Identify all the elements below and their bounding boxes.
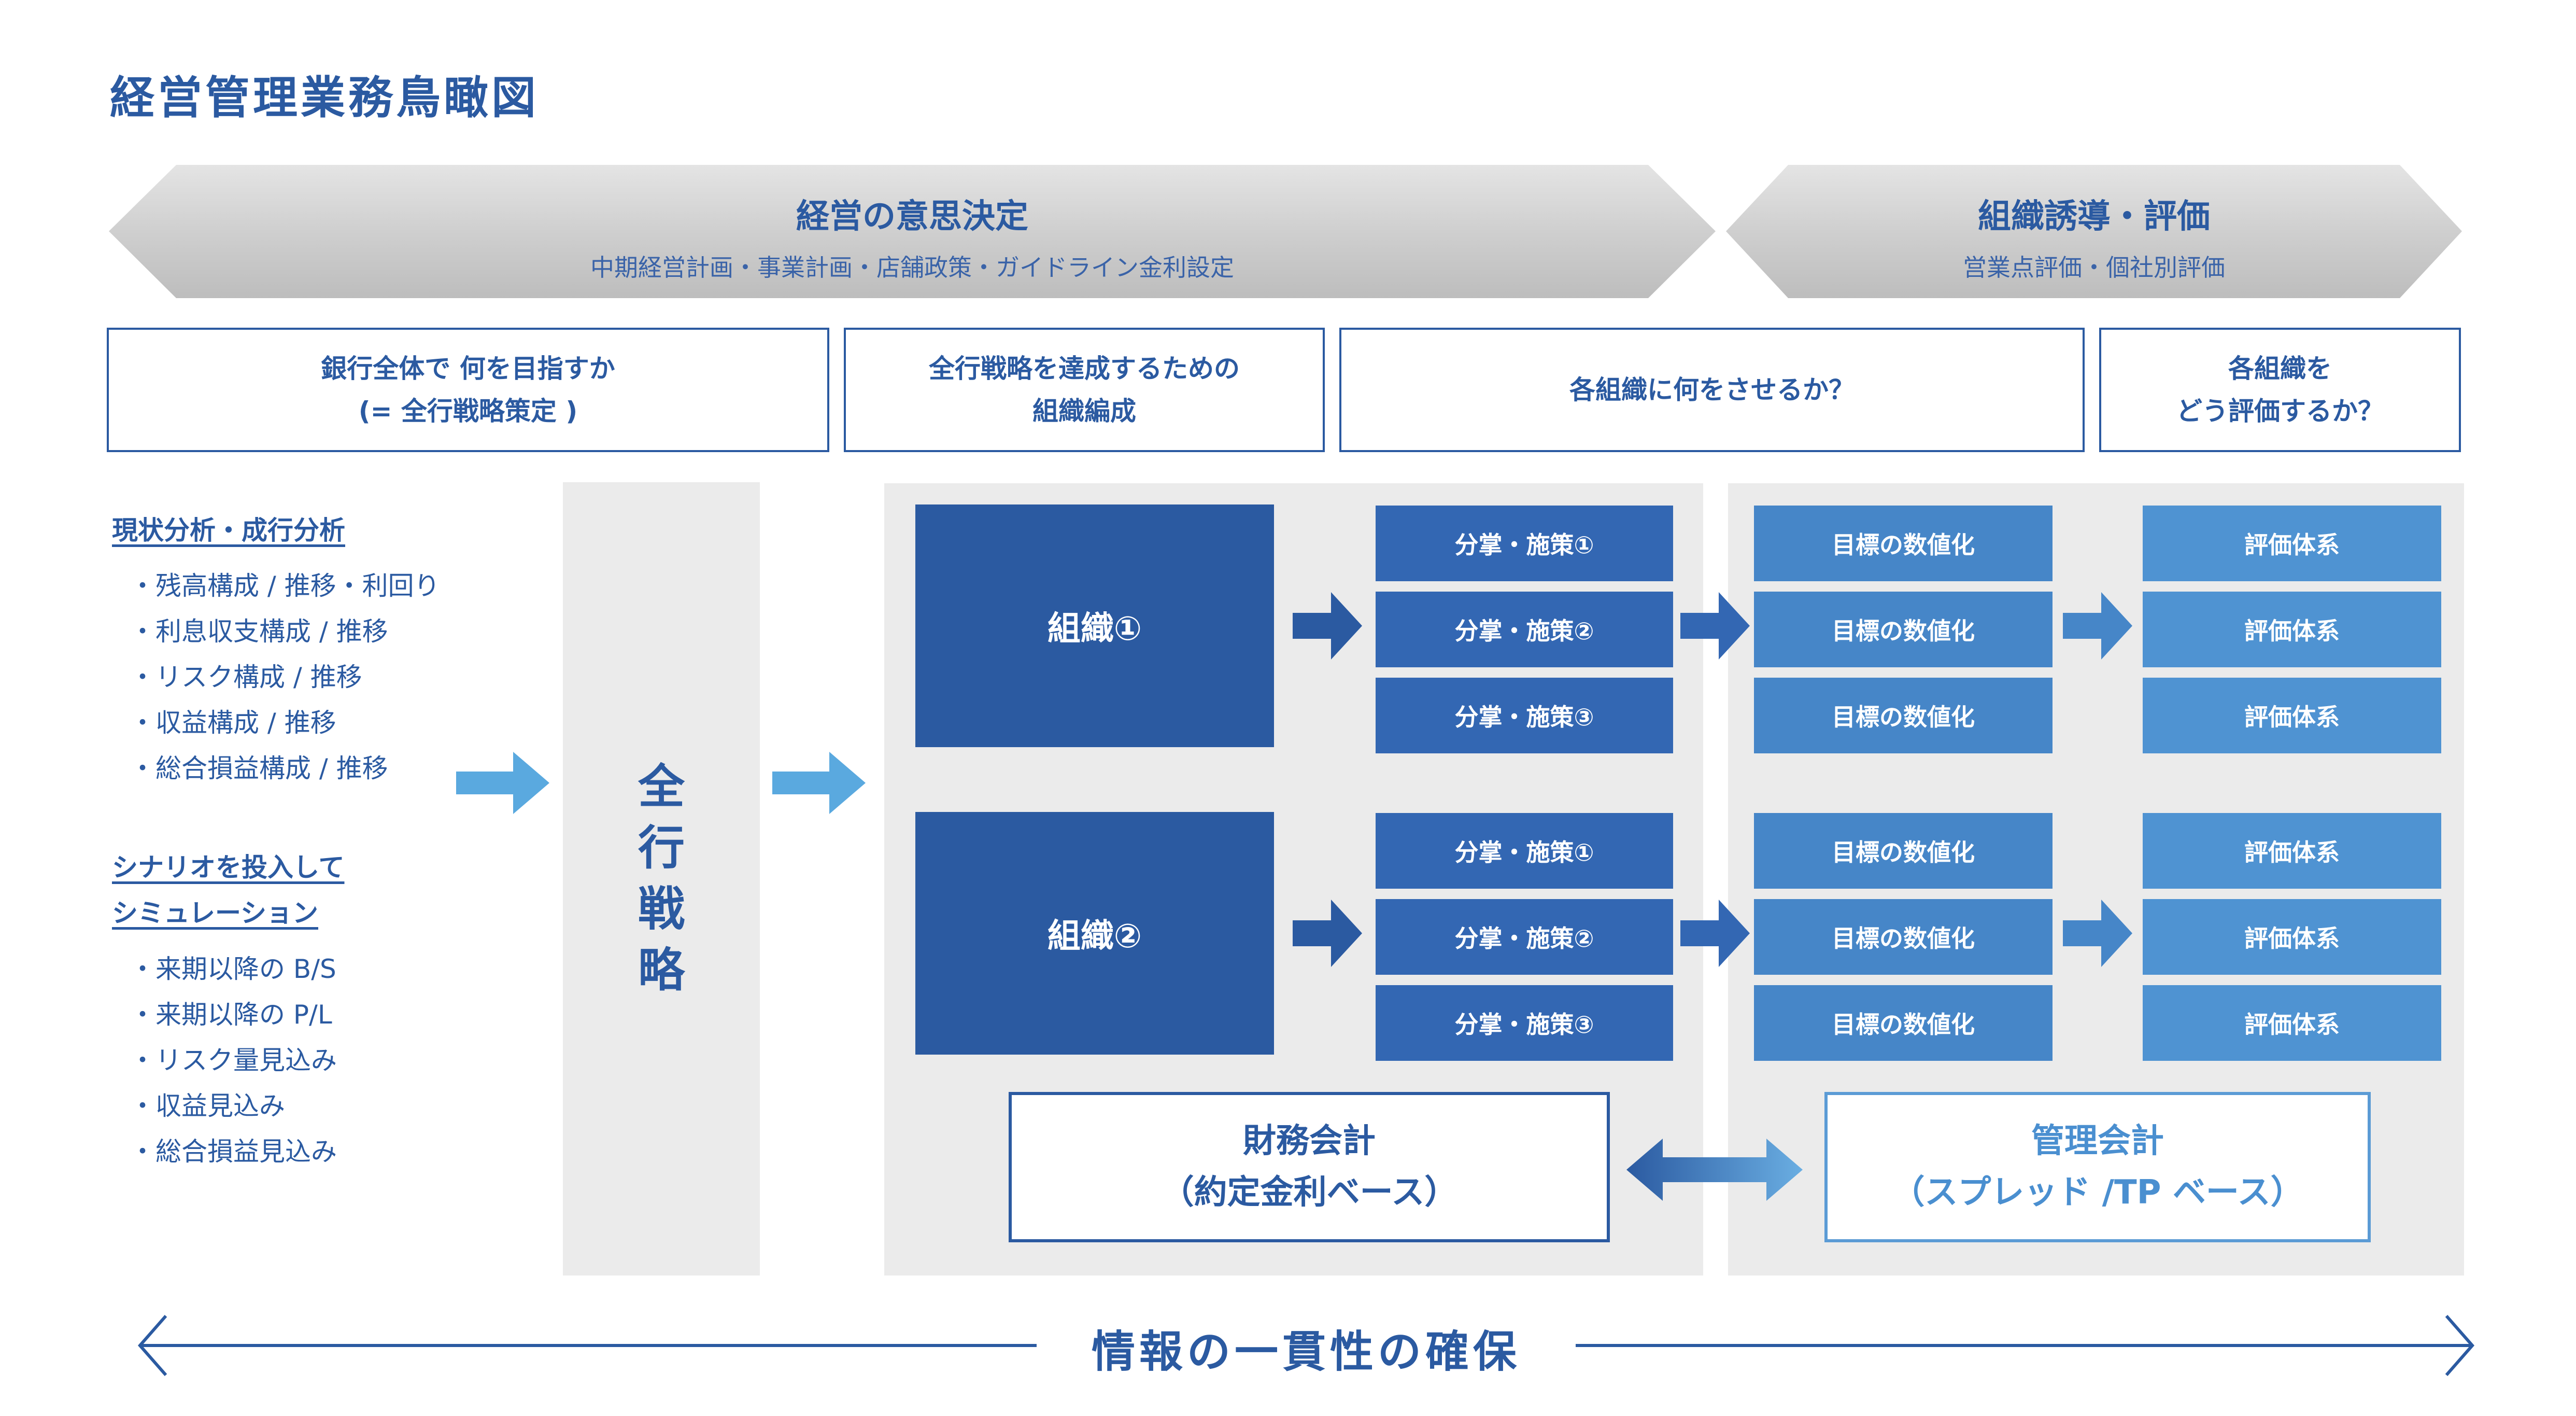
consistency-label: 情報の一貫性の確保 xyxy=(1091,1326,1521,1377)
arrow-right-icon xyxy=(1293,592,1362,660)
management-accounting-basis: （スプレッド /TP ベース） xyxy=(1891,1173,2304,1212)
arrow-right-icon xyxy=(772,752,866,814)
simulation-heading-line1: シナリオを投入して xyxy=(112,852,345,882)
arrow-right-icon xyxy=(456,752,549,814)
question-4-line2: どう評価するか？ xyxy=(2176,396,2384,426)
org-2-eval-3: 評価体系 xyxy=(2143,985,2441,1061)
org-2-target-2: 目標の数値化 xyxy=(1754,899,2053,975)
org-2-eval-2: 評価体系 xyxy=(2143,899,2441,975)
org-1-eval-3: 評価体系 xyxy=(2143,678,2441,753)
financial-accounting-basis: （約定金利ベース） xyxy=(1160,1173,1458,1212)
org-1-measure-3: 分掌・施策③ xyxy=(1376,678,1673,753)
chevron-evaluation-subtitle: 営業点評価・個社別評価 xyxy=(1963,254,2225,282)
question-2-line2: 組織編成 xyxy=(1032,396,1136,426)
simulation-item: リスク量見込み xyxy=(130,1038,558,1083)
analysis-item: 残高構成 / 推移・利回り xyxy=(130,563,558,609)
financial-accounting-title: 財務会計 xyxy=(1243,1121,1376,1160)
org-1-eval-1: 評価体系 xyxy=(2143,506,2441,581)
financial-accounting-box: 財務会計 （約定金利ベース） xyxy=(1009,1092,1610,1242)
management-accounting-title: 管理会計 xyxy=(2031,1121,2164,1160)
simulation-heading-line2: シミュレーション xyxy=(112,898,318,928)
org-2-measure-2: 分掌・施策② xyxy=(1376,899,1673,975)
org-1-box: 組織① xyxy=(915,504,1274,747)
org-1-measure-2: 分掌・施策② xyxy=(1376,592,1673,667)
arrow-right-icon xyxy=(1680,900,1750,967)
simulation-item: 収益見込み xyxy=(130,1083,558,1129)
chevron-decision-shape xyxy=(109,165,1716,298)
chevron-evaluation-title: 組織誘導・評価 xyxy=(1978,198,2210,236)
org-2-eval-1: 評価体系 xyxy=(2143,813,2441,889)
page-title: 経営管理業務鳥瞰図 xyxy=(110,72,539,124)
org-1-target-1: 目標の数値化 xyxy=(1754,506,2053,581)
question-1-line2: (= 全行戦略策定 ) xyxy=(358,396,578,426)
org-2-measure-1: 分掌・施策① xyxy=(1376,813,1673,889)
arrow-right-icon xyxy=(1680,592,1750,660)
org-1-eval-2: 評価体系 xyxy=(2143,592,2441,667)
strategy-label: 全 行 戦 略 xyxy=(638,760,685,998)
chevron-evaluation-shape xyxy=(1726,165,2462,298)
analysis-item: 利息収支構成 / 推移 xyxy=(130,609,558,654)
analysis-item: 収益構成 / 推移 xyxy=(130,700,558,746)
question-box-3: 各組織に何をさせるか？ xyxy=(1339,328,2085,452)
chevron-evaluation: 組織誘導・評価 営業点評価・個社別評価 xyxy=(1726,165,2462,298)
simulation-item: 来期以降の B/S xyxy=(130,946,558,992)
question-3-line1: 各組織に何をさせるか？ xyxy=(1569,374,1855,405)
analysis-section: 現状分析・成行分析 残高構成 / 推移・利回り 利息収支構成 / 推移 リスク構… xyxy=(112,508,558,791)
question-1-line1: 銀行全体で 何を目指すか xyxy=(321,353,615,384)
org-2-target-1: 目標の数値化 xyxy=(1754,813,2053,889)
chevron-decision: 経営の意思決定 中期経営計画・事業計画・店舗政策・ガイドライン金利設定 xyxy=(109,165,1716,298)
arrow-right-icon xyxy=(2063,900,2132,967)
question-box-4: 各組織をどう評価するか？ xyxy=(2099,328,2461,452)
org-2-target-3: 目標の数値化 xyxy=(1754,985,2053,1061)
org-2-measure-3: 分掌・施策③ xyxy=(1376,985,1673,1061)
analysis-item: 総合損益構成 / 推移 xyxy=(130,746,558,791)
analysis-heading: 現状分析・成行分析 xyxy=(112,515,345,545)
consistency-arrow xyxy=(138,1315,2474,1376)
org-1-target-3: 目標の数値化 xyxy=(1754,678,2053,753)
org-1-measure-1: 分掌・施策① xyxy=(1376,506,1673,581)
org-1-target-2: 目標の数値化 xyxy=(1754,592,2053,667)
org-2-box: 組織② xyxy=(915,812,1274,1055)
simulation-item: 総合損益見込み xyxy=(130,1129,558,1174)
chevron-decision-title: 経営の意思決定 xyxy=(796,198,1028,236)
simulation-item: 来期以降の P/L xyxy=(130,992,558,1038)
question-box-1: 銀行全体で 何を目指すか (= 全行戦略策定 ) xyxy=(107,328,829,452)
double-arrow-icon xyxy=(1626,1139,1803,1201)
question-box-2: 全行戦略を達成するための組織編成 xyxy=(844,328,1325,452)
question-2-line1: 全行戦略を達成するための xyxy=(929,353,1240,384)
arrow-right-icon xyxy=(2063,592,2132,660)
question-4-line1: 各組織を xyxy=(2228,353,2332,384)
strategy-column: 全 行 戦 略 xyxy=(563,482,760,1275)
simulation-section: シナリオを投入して シミュレーション 来期以降の B/S 来期以降の P/L リ… xyxy=(112,845,558,1174)
chevron-decision-subtitle: 中期経営計画・事業計画・店舗政策・ガイドライン金利設定 xyxy=(590,254,1234,282)
arrow-right-icon xyxy=(1293,900,1362,967)
analysis-item: リスク構成 / 推移 xyxy=(130,654,558,700)
management-accounting-box: 管理会計 （スプレッド /TP ベース） xyxy=(1824,1092,2371,1242)
